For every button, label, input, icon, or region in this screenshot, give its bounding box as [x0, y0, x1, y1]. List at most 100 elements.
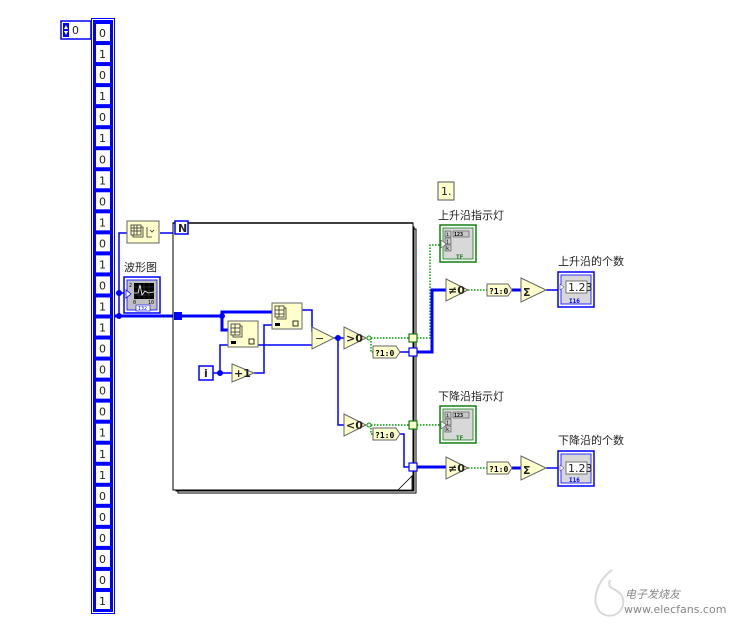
- array-element-value: 0: [99, 27, 106, 40]
- array-element[interactable]: 1: [96, 465, 110, 483]
- tunnel-falling-bool[interactable]: [408, 420, 418, 430]
- decrement-arrow-icon[interactable]: [64, 31, 68, 35]
- array-element-value: 1: [99, 427, 106, 440]
- not-equal-zero-node-top[interactable]: ≠0: [445, 278, 470, 302]
- falling-led-indicator[interactable]: i j k 123 TF: [439, 405, 477, 444]
- array-element-value: 1: [99, 258, 106, 271]
- array-element-value: 0: [99, 511, 106, 524]
- svg-text:i: i: [446, 232, 449, 238]
- waveform-graph-terminal[interactable]: 2 0 10 I32: [123, 276, 161, 314]
- array-element[interactable]: 1: [96, 423, 110, 441]
- svg-text:I32: I32: [138, 306, 147, 312]
- less-than-zero-node[interactable]: <0: [343, 413, 372, 437]
- svg-text:2: 2: [129, 283, 132, 289]
- bool-to-number-node-2[interactable]: ?1:0: [372, 427, 401, 441]
- array-auto-index-tunnel[interactable]: [174, 312, 182, 320]
- increment-node[interactable]: +1: [231, 363, 256, 383]
- svg-text:TF: TF: [456, 435, 464, 442]
- array-element-value: 0: [99, 279, 106, 292]
- array-element[interactable]: 1: [96, 318, 110, 336]
- tunnel-rising-int[interactable]: [408, 347, 418, 357]
- array-size-node[interactable]: [126, 220, 160, 244]
- array-element[interactable]: 0: [96, 549, 110, 567]
- watermark: 电子发烧友 www.elecfans.com: [594, 569, 726, 617]
- bool-to-number-node-1[interactable]: ?1:0: [372, 345, 401, 359]
- bool-to-number-node-4[interactable]: ?1:0: [486, 461, 513, 475]
- array-element[interactable]: 0: [96, 276, 110, 294]
- bool-to-number-node-3[interactable]: ?1:0: [486, 283, 513, 297]
- array-element[interactable]: 0: [96, 192, 110, 210]
- add-array-elements-node-top[interactable]: Σ: [520, 277, 548, 303]
- add-array-elements-node-bottom[interactable]: Σ: [520, 455, 548, 481]
- svg-text:www.elecfans.com: www.elecfans.com: [624, 603, 726, 616]
- array-element[interactable]: 0: [96, 507, 110, 525]
- array-element[interactable]: 0: [96, 234, 110, 252]
- falling-count-indicator[interactable]: 1.23 I16: [557, 450, 595, 487]
- for-loop[interactable]: [172, 222, 417, 494]
- array-element[interactable]: 0: [96, 381, 110, 399]
- falling-count-label: 下降沿的个数: [558, 433, 624, 447]
- svg-text:123: 123: [454, 232, 463, 238]
- array-element[interactable]: 1: [96, 297, 110, 315]
- index-array-node-2[interactable]: [271, 302, 303, 330]
- numeric-constant[interactable]: 1.: [437, 181, 455, 201]
- array-element[interactable]: 1: [96, 129, 110, 147]
- array-element[interactable]: 1: [96, 591, 110, 609]
- array-element[interactable]: 0: [96, 486, 110, 504]
- array-index-control[interactable]: 0: [60, 20, 92, 40]
- rising-count-indicator[interactable]: 1.23 I16: [557, 271, 595, 308]
- svg-text:123: 123: [454, 413, 463, 419]
- svg-text:电子发烧友: 电子发烧友: [625, 588, 682, 601]
- array-element-value: 0: [99, 343, 106, 356]
- svg-text:k: k: [446, 427, 449, 433]
- svg-text:TF: TF: [456, 254, 464, 261]
- array-element[interactable]: 0: [96, 570, 110, 588]
- index-array-node-1[interactable]: [227, 320, 259, 348]
- svg-text:<0: <0: [346, 419, 363, 432]
- array-element-value: 0: [99, 153, 106, 166]
- array-element[interactable]: 1: [96, 171, 110, 189]
- loop-count-terminal[interactable]: N: [174, 220, 189, 235]
- array-size-icon: [130, 224, 155, 238]
- svg-text:1.23: 1.23: [568, 281, 593, 294]
- array-element[interactable]: 0: [96, 402, 110, 420]
- wire-junction: [116, 290, 122, 296]
- svg-text:N: N: [178, 222, 187, 235]
- array-element[interactable]: 0: [96, 150, 110, 168]
- rising-led-indicator[interactable]: i j k 123 TF: [439, 224, 477, 263]
- array-element-value: 1: [99, 48, 106, 61]
- array-element[interactable]: 1: [96, 87, 110, 105]
- array-element-value: 1: [99, 132, 106, 145]
- array-element[interactable]: 1: [96, 213, 110, 231]
- not-equal-zero-node-bottom[interactable]: ≠0: [445, 456, 470, 480]
- array-element-value: 1: [99, 174, 106, 187]
- array-element[interactable]: 0: [96, 360, 110, 378]
- increment-arrow-icon[interactable]: [64, 25, 68, 29]
- tunnel-rising-bool[interactable]: [408, 333, 418, 343]
- tunnel-falling-int[interactable]: [408, 462, 418, 472]
- array-element[interactable]: 0: [96, 528, 110, 546]
- waveform-trace-icon: [134, 284, 155, 296]
- svg-text:I16: I16: [569, 298, 580, 305]
- array-element-value: 0: [99, 490, 106, 503]
- wire-junction: [116, 313, 122, 319]
- array-constant[interactable]: 0 1 0 1 0 1 0 1 0 1 0 1 0 1 1 0 0 0 0 1 1 1 0 0 0 0 0 1: [91, 18, 115, 614]
- array-element[interactable]: 0: [96, 339, 110, 357]
- array-element[interactable]: 0: [96, 66, 110, 84]
- loop-iteration-terminal[interactable]: i: [198, 365, 214, 381]
- subtract-node[interactable]: −: [311, 326, 336, 350]
- wires-out-int: [417, 288, 559, 470]
- svg-text:?1:0: ?1:0: [489, 287, 508, 296]
- array-element[interactable]: 0: [96, 24, 110, 42]
- array-element-value: 1: [99, 448, 106, 461]
- greater-than-zero-node[interactable]: >0: [343, 326, 372, 350]
- svg-text:≠0: ≠0: [448, 284, 465, 297]
- svg-text:j: j: [446, 239, 449, 245]
- svg-text:?1:0: ?1:0: [489, 465, 508, 474]
- array-element[interactable]: 1: [96, 444, 110, 462]
- array-element[interactable]: 1: [96, 255, 110, 273]
- array-element[interactable]: 1: [96, 45, 110, 63]
- svg-text:0: 0: [133, 300, 136, 306]
- array-element[interactable]: 0: [96, 108, 110, 126]
